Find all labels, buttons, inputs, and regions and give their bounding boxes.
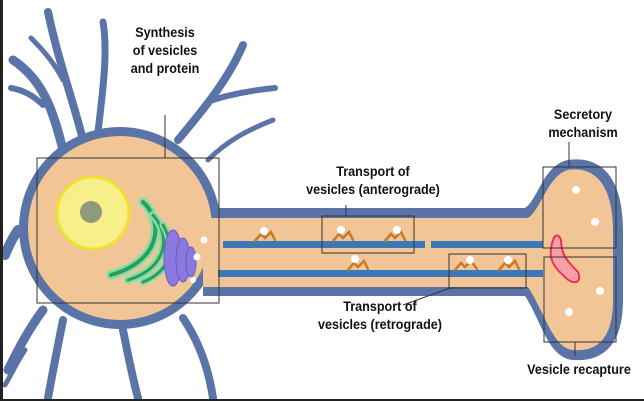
microtubules xyxy=(218,241,543,277)
synthesis-box xyxy=(36,157,220,304)
motor-protein xyxy=(497,256,521,272)
motor-protein xyxy=(383,226,407,243)
anterograde-label: Transport of vesicles (anterograde) xyxy=(297,162,450,198)
label-line: and protein xyxy=(130,60,200,76)
synthesis-label: Synthesis of vesicles and protein xyxy=(120,23,210,77)
label-line: Synthesis xyxy=(135,24,195,40)
motor-protein xyxy=(346,255,370,272)
golgi-apparatus xyxy=(163,229,197,287)
motor-protein xyxy=(453,256,479,272)
label-line: vesicles (anterograde) xyxy=(306,181,440,197)
label-line: Secretory xyxy=(553,106,613,122)
anterograde-box xyxy=(321,215,415,254)
recapture-box xyxy=(543,256,617,343)
label-line: Transport of xyxy=(336,163,410,179)
retrograde-box xyxy=(448,253,527,289)
receptor-organelle xyxy=(549,234,581,284)
secretory-label: Secretory mechanism xyxy=(534,105,633,141)
vesicles xyxy=(190,186,604,316)
motor-protein xyxy=(253,227,277,243)
motor-protein xyxy=(331,226,355,243)
retrograde-label: Transport of vesicles (retrograde) xyxy=(308,297,452,333)
nucleus xyxy=(55,175,131,251)
endoplasmic-reticulum xyxy=(106,197,174,286)
recapture-label: Vesicle recapture xyxy=(518,360,640,378)
label-line: Vesicle recapture xyxy=(527,361,631,377)
neuron-illustration xyxy=(3,8,623,399)
secretory-box xyxy=(542,166,617,249)
label-line: Transport of xyxy=(343,298,417,314)
annotation-boxes xyxy=(36,115,617,356)
dendrites xyxy=(3,8,278,399)
label-line: mechanism xyxy=(548,124,618,140)
motor-proteins xyxy=(253,226,521,272)
label-line: vesicles (retrograde) xyxy=(318,316,442,332)
label-line: of vesicles xyxy=(132,42,198,58)
